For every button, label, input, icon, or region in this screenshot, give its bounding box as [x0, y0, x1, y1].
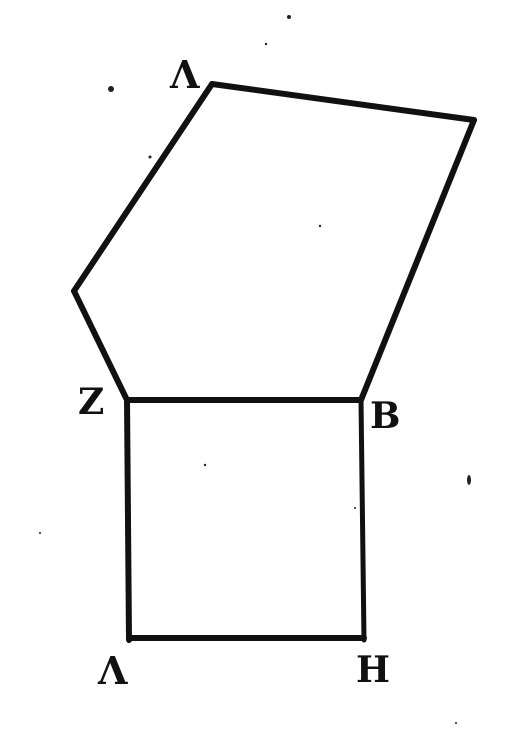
square-edge-right [358, 397, 367, 643]
label-b: B [370, 395, 400, 437]
speck [108, 86, 114, 92]
label-lambda-top: Λ [169, 52, 200, 97]
square-edge-left [124, 397, 132, 643]
square [124, 397, 367, 643]
speck [467, 475, 471, 485]
speck [354, 507, 356, 509]
label-h: H [356, 649, 390, 691]
pentagon-edge-top [209, 81, 477, 123]
pentagon-edge-upper-left [71, 81, 215, 294]
speck [98, 680, 102, 684]
speck [39, 532, 41, 534]
speck [148, 155, 152, 159]
speck [203, 463, 207, 467]
speck [264, 42, 268, 46]
pentagon-edge-right [358, 117, 477, 403]
speck [318, 224, 322, 228]
scan-specks [39, 15, 471, 724]
label-lambda-bottom: Λ [97, 648, 128, 693]
speck [287, 15, 291, 19]
speck [455, 722, 457, 724]
pentagon [71, 81, 477, 403]
pentagon-edge-lower-left [71, 288, 130, 403]
label-z: Z [78, 381, 104, 423]
